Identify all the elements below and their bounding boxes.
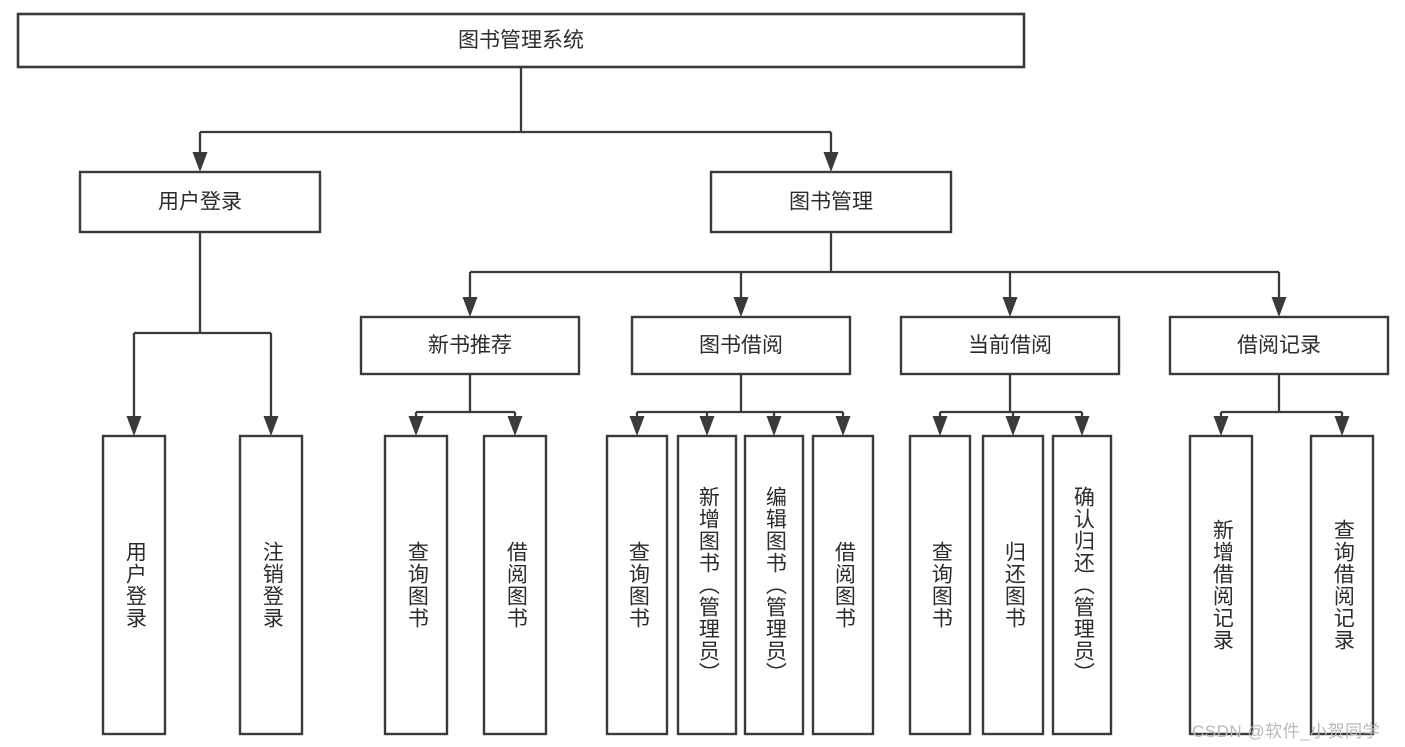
- node-label-root-system: 图书管理系统: [458, 29, 584, 52]
- node-leaf-3[interactable]: [482, 434, 548, 736]
- connector-group-root: [198, 67, 833, 153]
- node-leaf-9[interactable]: [981, 434, 1045, 736]
- arrow-head-icon: [1002, 297, 1018, 317]
- node-root-system[interactable]: [16, 12, 1026, 69]
- connector-group-borrow: [635, 374, 845, 417]
- arrow-head-icon: [932, 416, 948, 436]
- arrow-head-icon: [835, 416, 851, 436]
- node-leaf-11[interactable]: [1188, 434, 1254, 736]
- arrow-head-icon: [263, 416, 279, 436]
- node-leaf-10[interactable]: [1051, 434, 1113, 736]
- connector-group-current: [938, 374, 1084, 417]
- arrow-head-icon: [507, 416, 523, 436]
- node-label-level3-2: 当前借阅: [968, 334, 1052, 357]
- arrow-head-icon: [462, 297, 478, 317]
- csdn-watermark: CSDN @软件_小贺同学: [1192, 722, 1381, 741]
- node-boxes-layer: [16, 12, 1390, 736]
- arrow-head-icon: [1334, 416, 1350, 436]
- node-level3-3[interactable]: [1168, 315, 1390, 376]
- node-label-level2-1: 图书管理: [789, 191, 873, 214]
- arrow-head-icon: [126, 416, 142, 436]
- arrow-head-icon: [1074, 416, 1090, 436]
- arrow-head-icon: [1005, 416, 1021, 436]
- connectors-layer: [126, 67, 1350, 436]
- arrow-head-icon: [408, 416, 424, 436]
- node-level2-1[interactable]: [709, 170, 953, 234]
- arrow-head-icon: [1271, 297, 1287, 317]
- connector-group-newbook: [414, 374, 517, 417]
- node-leaf-6[interactable]: [743, 434, 805, 736]
- node-label-level3-3: 借阅记录: [1237, 334, 1321, 357]
- node-leaf-8[interactable]: [908, 434, 972, 736]
- node-leaf-2[interactable]: [383, 434, 449, 736]
- node-level3-0[interactable]: [359, 315, 581, 376]
- arrow-head-icon: [823, 152, 839, 172]
- arrow-head-icon: [699, 416, 715, 436]
- connector-group-login: [132, 232, 273, 417]
- arrow-head-icon: [766, 416, 782, 436]
- node-label-level3-0: 新书推荐: [428, 334, 512, 357]
- arrow-head-icon: [733, 297, 749, 317]
- node-leaf-1[interactable]: [238, 434, 304, 736]
- node-leaf-0[interactable]: [101, 434, 167, 736]
- node-label-level2-0: 用户登录: [158, 191, 242, 214]
- arrow-head-icon: [629, 416, 645, 436]
- arrow-head-icon: [192, 152, 208, 172]
- node-leaf-4[interactable]: [605, 434, 669, 736]
- node-leaf-7[interactable]: [811, 434, 875, 736]
- connector-group-record: [1219, 374, 1344, 417]
- node-label-level3-1: 图书借阅: [699, 334, 783, 357]
- connector-group-management: [468, 232, 1281, 298]
- node-leaf-12[interactable]: [1309, 434, 1375, 736]
- arrow-head-icon: [1213, 416, 1229, 436]
- node-level3-1[interactable]: [630, 315, 852, 376]
- node-level2-0[interactable]: [78, 170, 322, 234]
- node-leaf-5[interactable]: [676, 434, 738, 736]
- node-level3-2[interactable]: [899, 315, 1121, 376]
